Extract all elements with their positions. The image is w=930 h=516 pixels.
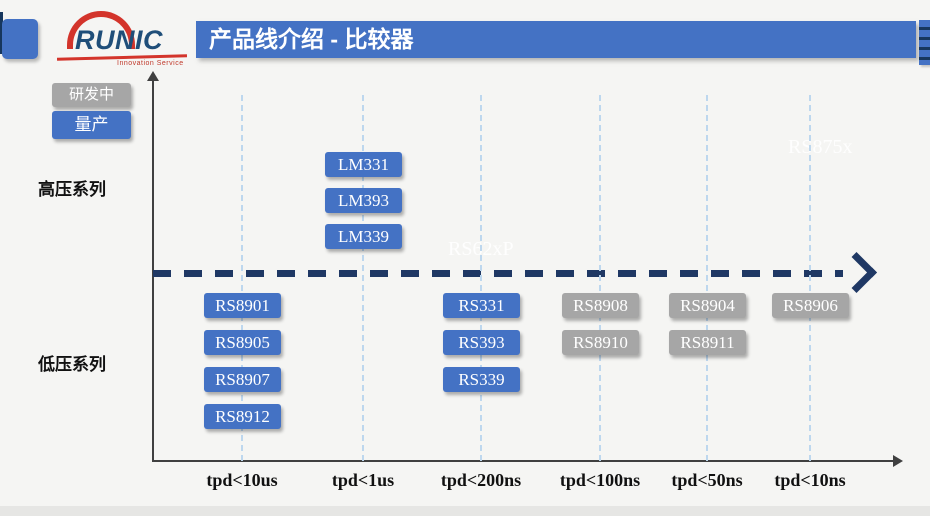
runic-logo: RUNIC Innovation Service (55, 8, 195, 67)
series-label-high-voltage: 高压系列 (38, 180, 106, 199)
product-chip: RS393 (443, 330, 520, 355)
x-axis-arrowhead-icon (893, 455, 903, 467)
gridline (241, 95, 243, 461)
x-axis-line (153, 460, 894, 462)
product-chip: RS8901 (204, 293, 281, 318)
product-chip: LM393 (325, 188, 402, 213)
logo-tagline: Innovation Service (117, 60, 184, 67)
legend-item-in-development: 研发中 (52, 83, 131, 107)
left-edge-accent (0, 12, 3, 54)
series-label-low-voltage: 低压系列 (38, 355, 106, 374)
x-axis-tick-label: tpd<100ns (559, 470, 641, 490)
product-chip: RS331 (443, 293, 520, 318)
product-chip: RS8908 (562, 293, 639, 318)
product-chip: RS8906 (772, 293, 849, 318)
x-axis-tick-label: tpd<10ns (774, 470, 846, 490)
x-axis-tick-label: tpd<50ns (671, 470, 743, 490)
product-chip: RS8905 (204, 330, 281, 355)
product-chip: RS8907 (204, 367, 281, 392)
x-axis-tick-label: tpd<200ns (440, 470, 522, 490)
x-axis-tick-label: tpd<1us (331, 470, 395, 490)
x-axis-tick-label: tpd<10us (206, 470, 278, 490)
watermark-text: RS875x (788, 136, 853, 158)
gridline (809, 95, 811, 461)
legend-item-mass-production: 量产 (52, 111, 131, 139)
product-chip: RS8904 (669, 293, 746, 318)
gridline (706, 95, 708, 461)
divider-arrowhead-icon (835, 251, 878, 294)
gridline (599, 95, 601, 461)
gridline (362, 95, 364, 461)
product-chip: RS339 (443, 367, 520, 392)
series-divider-dashed-line (153, 270, 843, 277)
bottom-edge-strip (0, 506, 930, 516)
product-chip: RS8911 (669, 330, 746, 355)
corner-accent-square (2, 19, 38, 59)
product-chip: RS8910 (562, 330, 639, 355)
product-chip: LM339 (325, 224, 402, 249)
page-title: 产品线介绍 - 比较器 (196, 21, 916, 58)
gridline (480, 95, 482, 461)
header-stripes-decoration (919, 20, 930, 65)
product-chip: LM331 (325, 152, 402, 177)
product-chip: RS8912 (204, 404, 281, 429)
y-axis-arrowhead-icon (147, 71, 159, 81)
logo-brand-text: RUNIC (75, 25, 163, 55)
